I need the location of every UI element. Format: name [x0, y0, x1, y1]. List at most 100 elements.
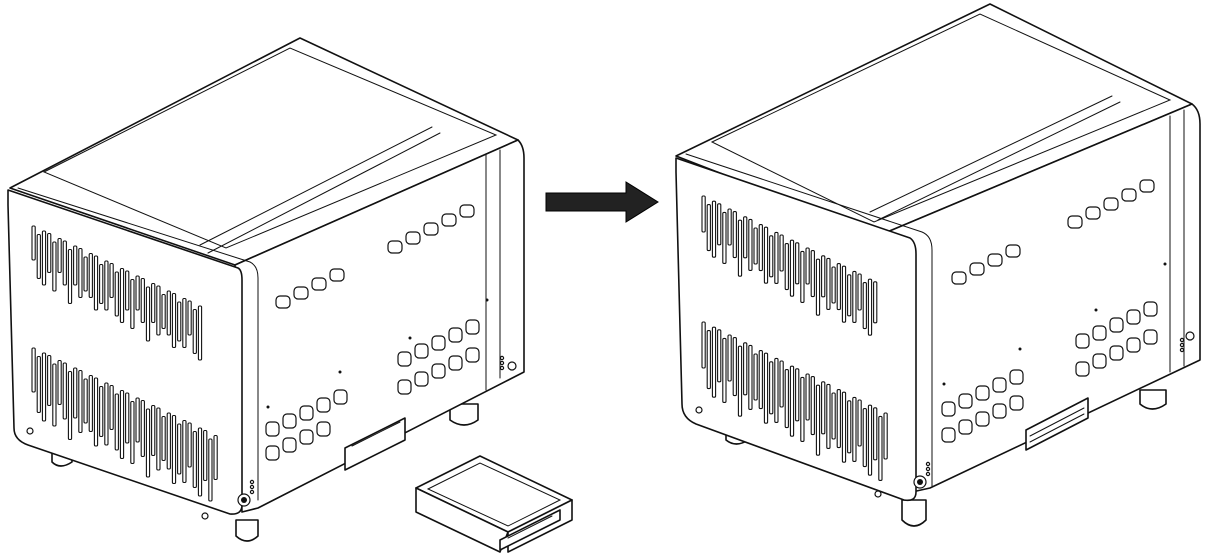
side-hole	[431, 363, 446, 379]
vent-slot	[161, 293, 166, 330]
side-hole	[275, 295, 291, 309]
vent-slot	[119, 267, 125, 324]
right-device-foot	[901, 499, 927, 527]
vent-slot	[182, 419, 187, 484]
vent-slot	[706, 330, 711, 390]
side-hole	[329, 268, 345, 282]
vent-slot	[821, 255, 826, 298]
vent-slot	[151, 282, 156, 324]
vent-slot	[763, 226, 769, 284]
vent-slot	[779, 234, 784, 272]
vent-slot	[57, 237, 62, 274]
vent-slot	[857, 399, 862, 447]
vent-slot	[36, 355, 41, 414]
side-hole	[311, 277, 327, 291]
vent-slot	[873, 407, 878, 461]
left-device-screw	[26, 427, 34, 435]
left-device-top-seam	[199, 126, 433, 246]
vent-slot	[104, 260, 109, 311]
vent-slot	[867, 404, 873, 476]
side-hole	[1121, 188, 1137, 202]
side-hole	[975, 411, 990, 427]
vent-slot	[862, 282, 867, 330]
side-hole	[1109, 317, 1124, 333]
side-hole	[423, 222, 439, 236]
vent-slot	[847, 274, 852, 317]
vent-slot	[753, 353, 758, 401]
vent-slot	[83, 378, 88, 424]
vent-slot	[197, 305, 203, 361]
side-hole	[1103, 197, 1119, 211]
vent-slot	[31, 347, 36, 393]
vent-slot	[821, 381, 826, 435]
vent-slot	[73, 367, 78, 419]
vent-slot	[57, 359, 62, 406]
vent-slot	[177, 301, 182, 342]
vent-slot	[125, 270, 130, 311]
vent-slot	[784, 243, 789, 291]
vent-slot	[52, 241, 57, 292]
side-hole	[405, 231, 421, 245]
right-side-holes	[941, 179, 1158, 443]
vent-slot	[52, 363, 57, 427]
vent-slot	[779, 360, 784, 408]
left-device-front-bezel	[17, 187, 259, 501]
vent-slot	[119, 389, 125, 460]
vent-slot	[800, 376, 805, 442]
vent-slot	[795, 242, 800, 285]
side-hole	[441, 213, 457, 227]
side-hole	[1109, 345, 1124, 361]
vent-slot	[810, 250, 815, 298]
side-hole	[1009, 395, 1024, 411]
vent-slot	[109, 262, 114, 299]
side-hole	[397, 379, 412, 395]
vent-slot	[135, 275, 140, 311]
side-hole	[431, 335, 446, 351]
vent-slot	[784, 369, 789, 429]
side-hole	[293, 286, 309, 300]
left-device-top-seam	[207, 132, 441, 254]
right-device-indicator	[942, 382, 946, 386]
drawer-left-side	[415, 487, 509, 553]
drawer-inner	[426, 462, 562, 527]
vent-slot	[83, 256, 88, 292]
vent-slot	[753, 227, 758, 265]
right-device-connector-inner	[917, 479, 923, 485]
vent-slot	[706, 204, 711, 252]
vent-slot	[800, 250, 805, 303]
vent-slot	[841, 391, 847, 463]
left-device	[7, 37, 525, 542]
vent-slot	[701, 321, 706, 369]
vent-slot	[93, 377, 99, 447]
right-drawer-face-lip	[1029, 413, 1085, 443]
vent-slot	[852, 396, 857, 462]
vent-slot	[151, 404, 156, 457]
vent-slot	[722, 337, 727, 403]
vent-slot	[99, 263, 104, 305]
vent-slot	[140, 399, 145, 458]
left-device-indicator	[266, 405, 270, 409]
side-hole	[1009, 369, 1024, 385]
right-device-top-seam	[869, 95, 1113, 213]
right-device-foot	[1139, 389, 1167, 410]
vent-slot	[166, 290, 171, 336]
vent-slot	[104, 382, 109, 446]
vent-slot	[41, 230, 47, 286]
arrow-shape	[545, 181, 659, 223]
left-device-indicator	[338, 370, 342, 374]
side-hole	[265, 445, 280, 461]
vent-slot	[826, 383, 831, 449]
left-device-indicator	[485, 298, 489, 302]
vent-slot	[815, 258, 821, 316]
side-hole	[987, 253, 1003, 267]
vent-slot	[78, 247, 83, 299]
side-hole	[333, 389, 348, 405]
vent-slot	[156, 285, 161, 336]
side-hole	[941, 401, 956, 417]
vent-slot	[47, 232, 52, 274]
vent-slot	[737, 219, 743, 277]
vent-slot	[831, 392, 836, 440]
left-side-holes	[265, 204, 480, 461]
vent-slot	[717, 329, 722, 383]
side-hole	[951, 271, 967, 285]
